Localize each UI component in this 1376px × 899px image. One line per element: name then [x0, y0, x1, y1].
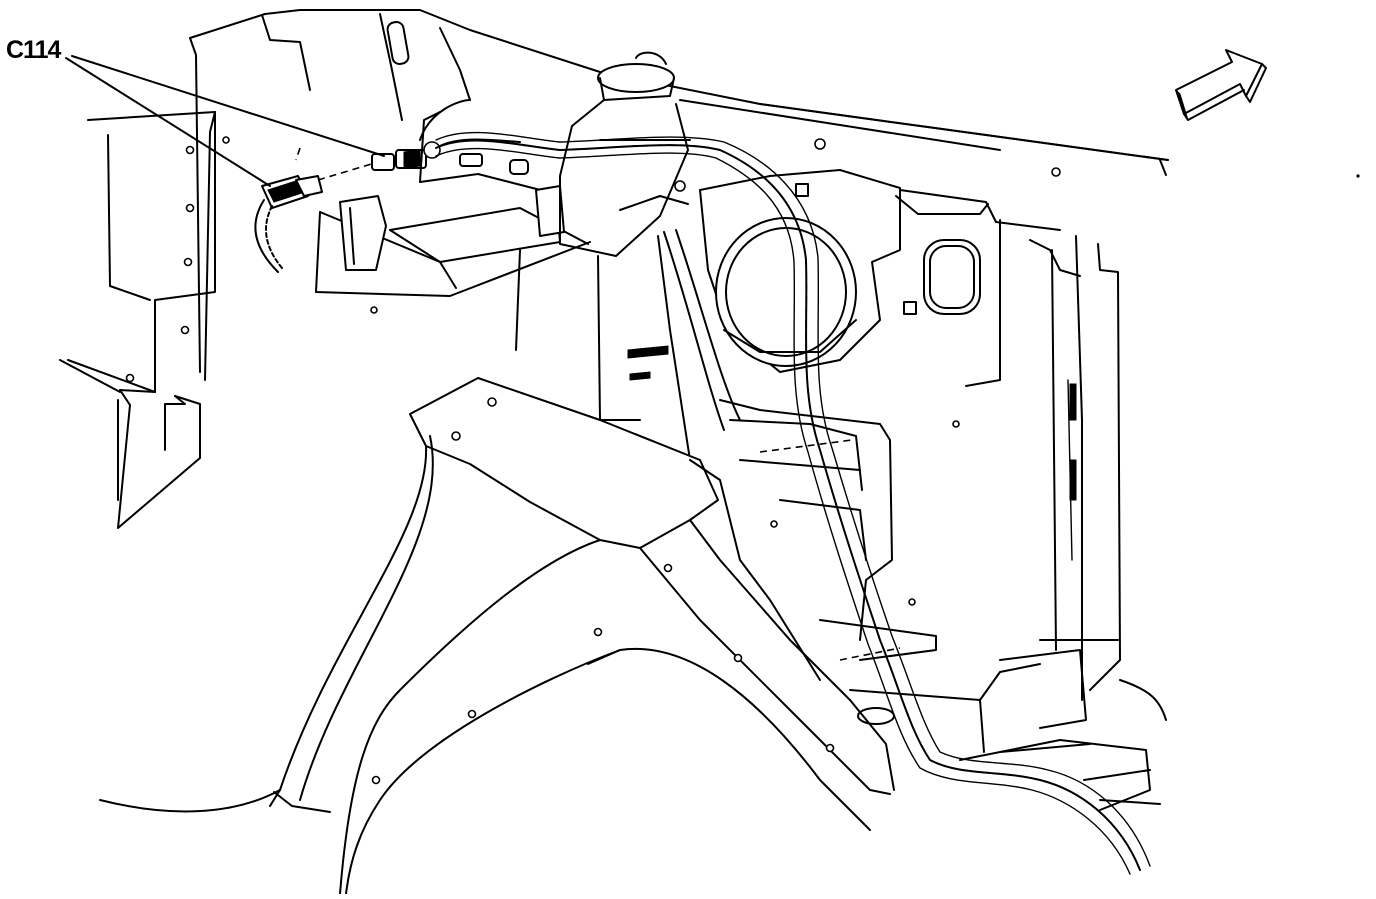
wheel-well: [99, 377, 895, 895]
connector-alignment-line-2: [295, 147, 301, 161]
radiator-support: [719, 399, 1041, 753]
left-pillar: [59, 111, 230, 529]
firewall-panel: [189, 9, 1169, 373]
right-body-panel: [814, 138, 1121, 729]
harness-connector: [371, 99, 529, 175]
headlamp-opening: [699, 169, 917, 373]
c114-callout-label: C114: [6, 36, 61, 64]
forward-arrow-icon: [1175, 49, 1360, 178]
frame-rail: [959, 679, 1167, 811]
connector-alignment-line: [317, 161, 379, 181]
coolant-reservoir: [559, 51, 691, 257]
c114-leader-lines: [65, 55, 385, 187]
wiring-harness: [435, 131, 1151, 875]
c114-connector: [254, 175, 323, 273]
